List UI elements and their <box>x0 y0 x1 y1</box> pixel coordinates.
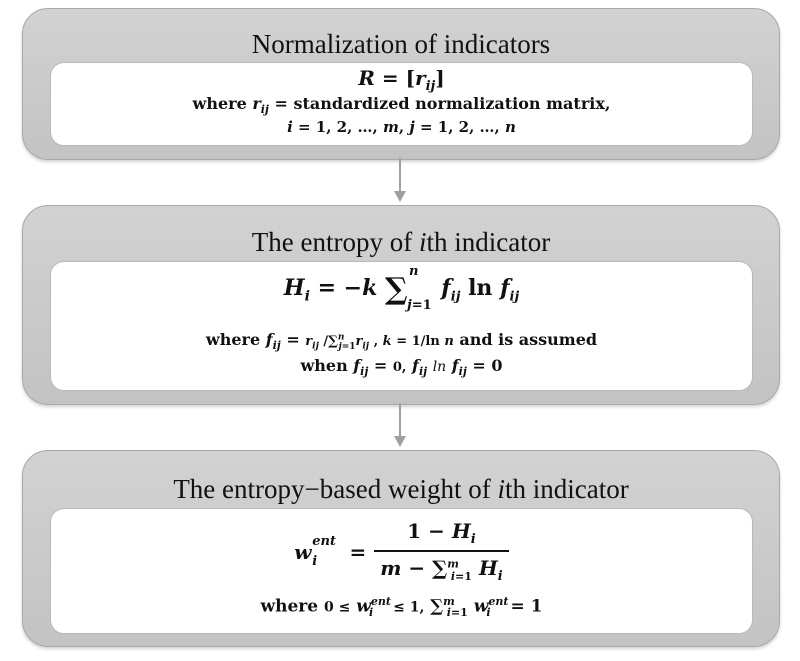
formula-weight-constraints: where 0 ≤ wenti ≤ 1, ∑mi=1 wenti = 1 <box>260 595 543 620</box>
step-title: The entropy of ith indicator <box>251 227 551 257</box>
formula-when-zero: when fij = 0, fij ln fij = 0 <box>300 356 503 379</box>
formula-where-fij: where fij = rij /∑nj=1rij , k = 1/ln n a… <box>205 330 598 353</box>
step-title: Normalization of indicators <box>251 29 551 59</box>
step-normalization-box: Normalization of indicators R = [rij] wh… <box>22 8 780 160</box>
formula-index-range: i = 1, 2, …, m, j = 1, 2, …, n <box>287 118 516 136</box>
formula-box: R = [rij] where rij = standardized norma… <box>50 62 753 146</box>
step-entropy-weight-box: The entropy−based weight of ith indicato… <box>22 450 780 647</box>
formula-where-definition: where rij = standardized normalization m… <box>192 94 611 117</box>
formula-matrix: R = [rij] <box>358 66 445 94</box>
arrow-down-icon <box>394 403 406 447</box>
arrow-down-icon <box>394 158 406 202</box>
step-title: The entropy−based weight of ith indicato… <box>173 474 629 504</box>
